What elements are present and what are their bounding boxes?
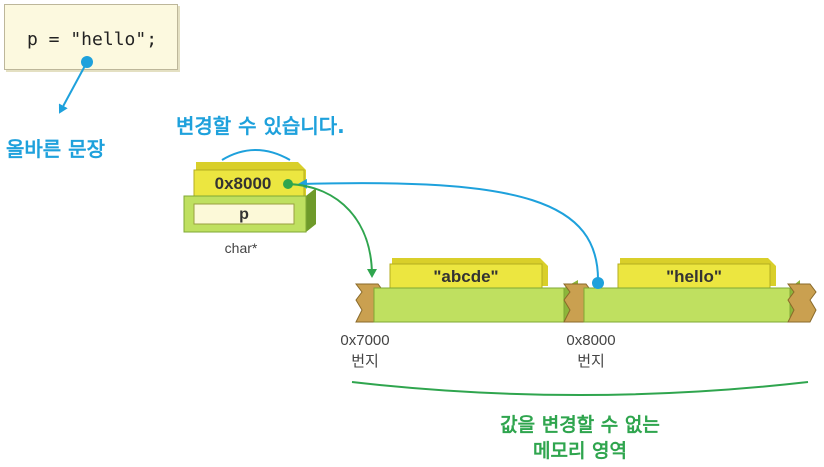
address-0x7000: 0x7000 xyxy=(340,332,390,349)
change-arc xyxy=(221,149,291,161)
pointer-value: 0x8000 xyxy=(214,174,272,193)
correct-statement-label: 올바른 문장 xyxy=(6,137,105,161)
cell-content-abcde: "abcde" xyxy=(433,267,499,286)
code-statement: p = "hello"; xyxy=(27,29,158,50)
cell-content-hello: "hello" xyxy=(666,267,722,286)
memory-strip xyxy=(355,258,817,323)
pointer-type-label: char* xyxy=(224,240,258,256)
readonly-area-line1: 값을 변경할 수 없는 xyxy=(500,414,660,436)
callout-arrow xyxy=(58,56,93,114)
new-pointer-arrow xyxy=(298,178,604,289)
address-unit-0x8000: 번지 xyxy=(577,353,605,370)
readonly-area-line2: 메모리 영역 xyxy=(532,440,627,462)
readonly-bracket xyxy=(351,381,809,396)
can-change-label: 변경할 수 있습니다. xyxy=(176,114,345,138)
old-pointer-arrow xyxy=(283,179,377,278)
address-0x8000: 0x8000 xyxy=(566,332,616,349)
address-unit-0x7000: 번지 xyxy=(351,353,379,370)
pointer-name: p xyxy=(239,206,249,223)
